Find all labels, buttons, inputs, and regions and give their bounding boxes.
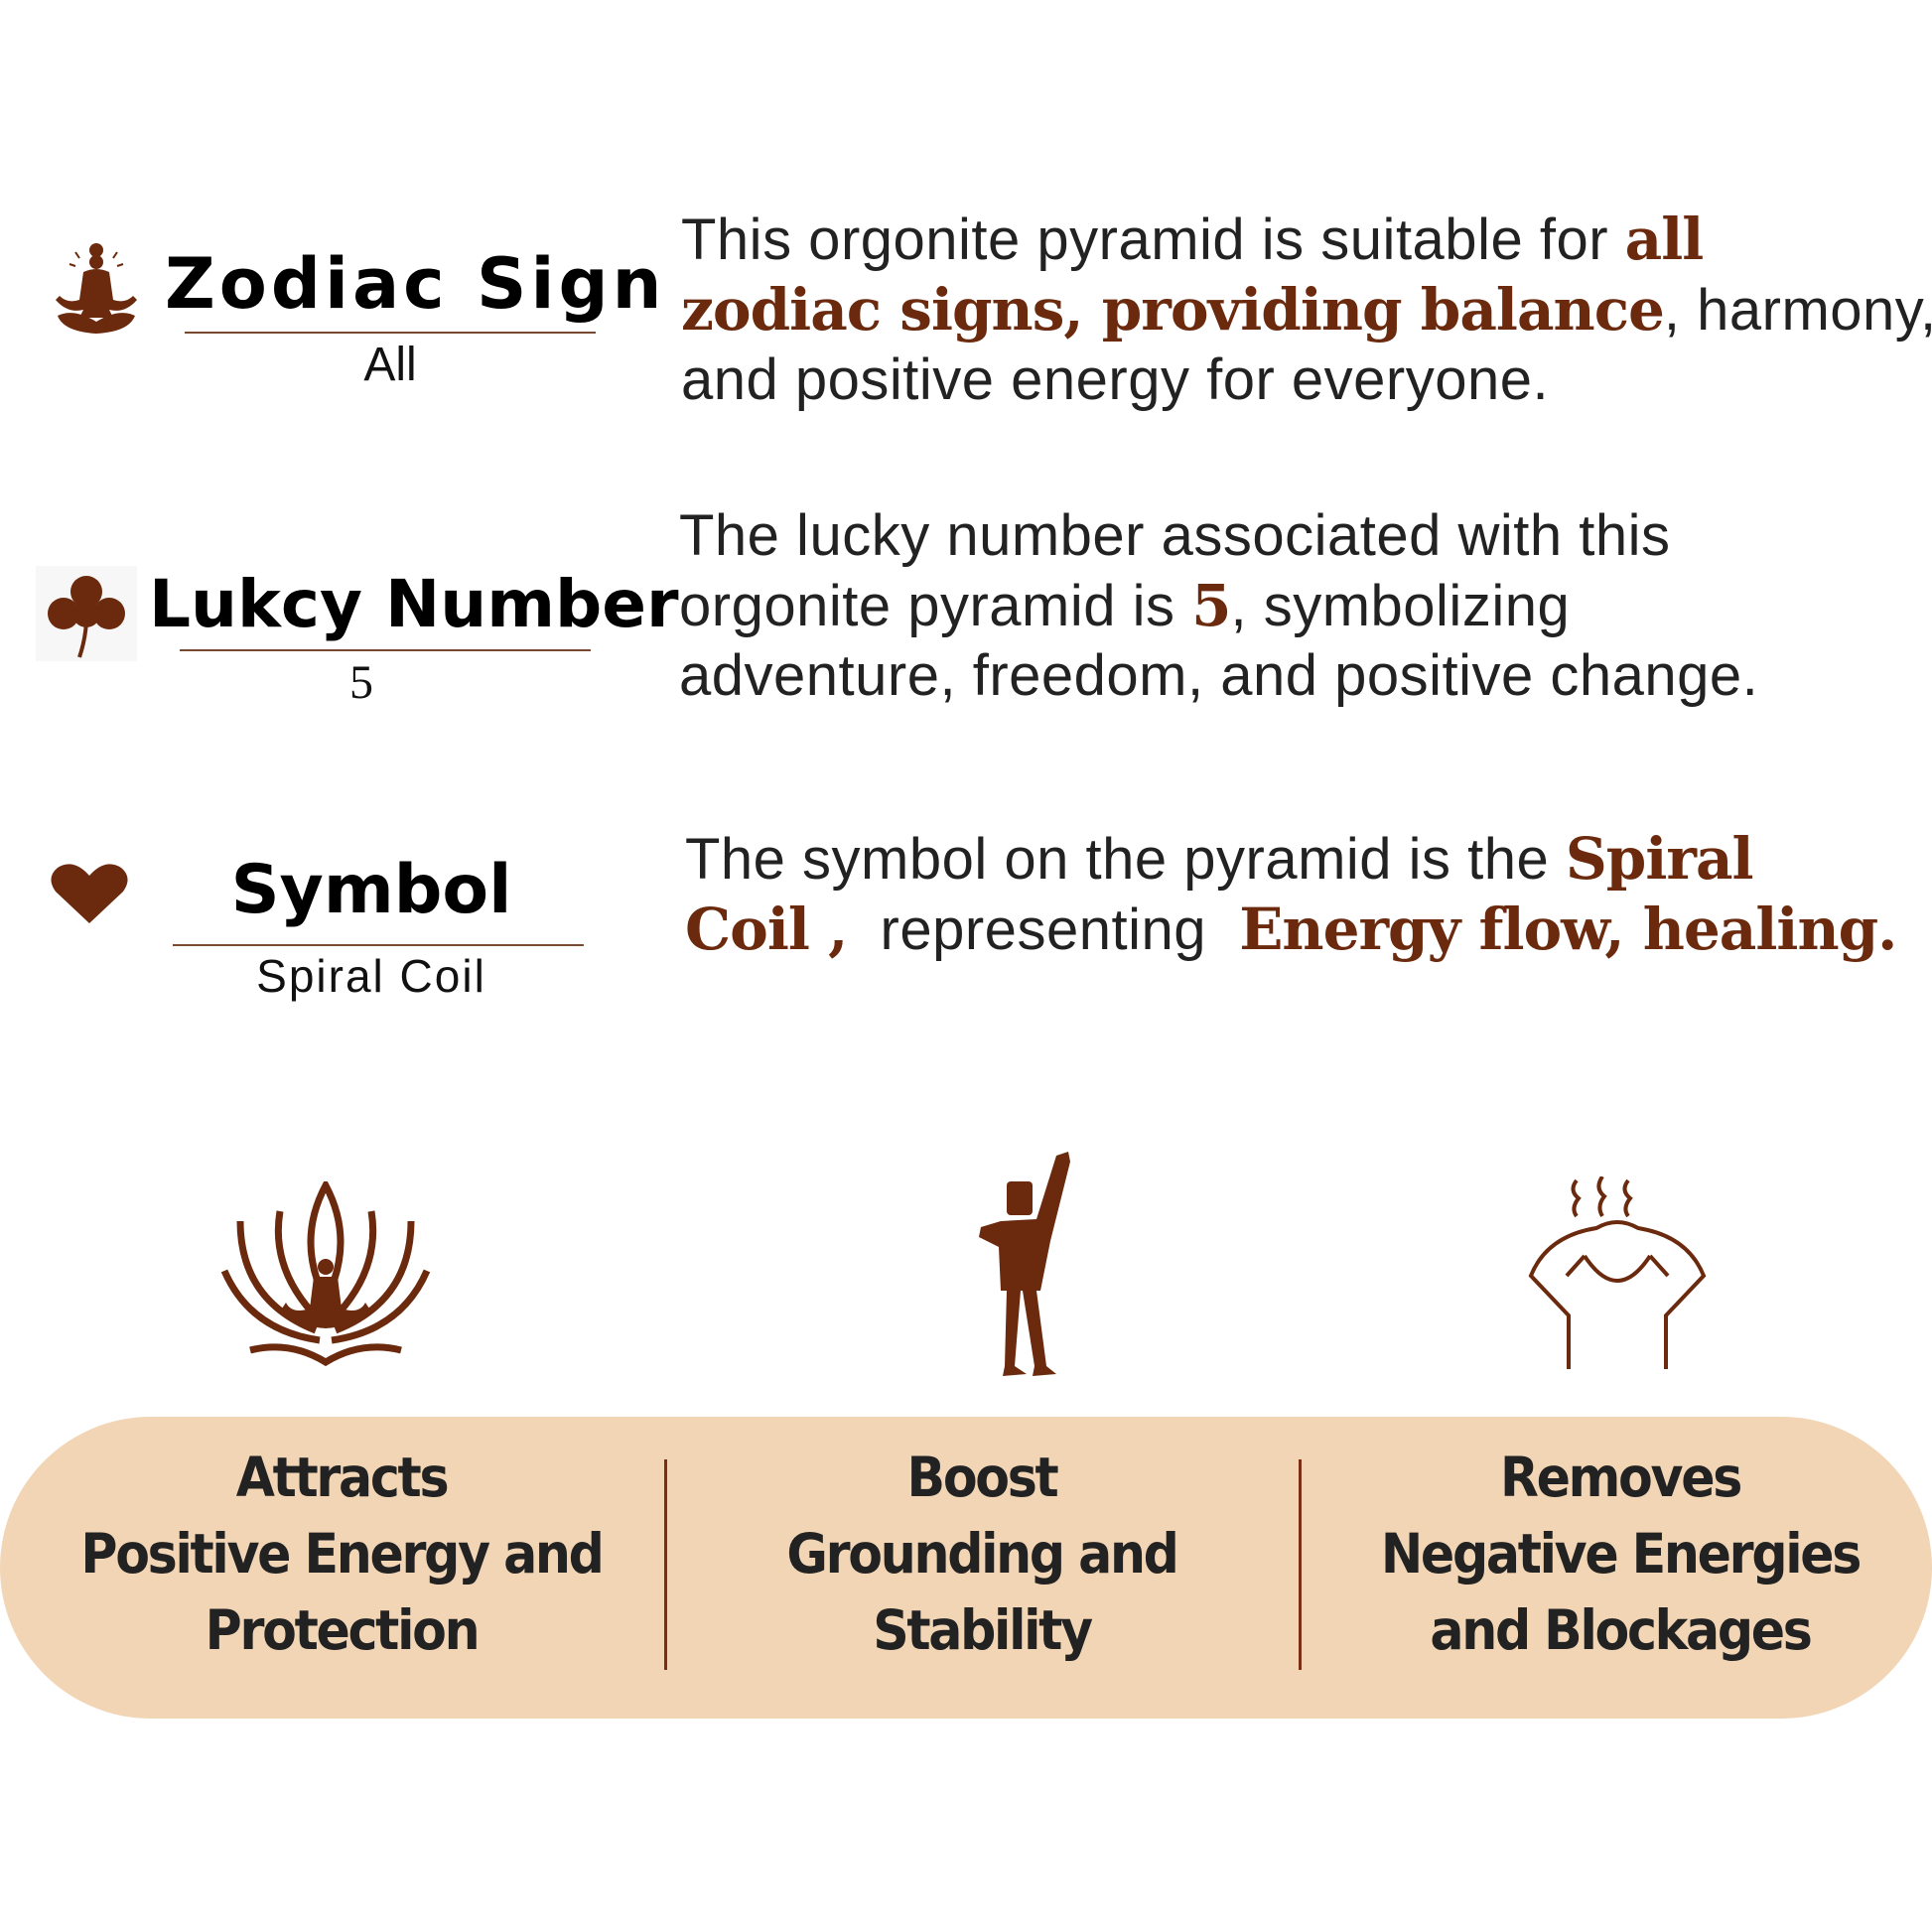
highlight-text: all [1624, 206, 1705, 273]
description-line: orgonite pyramid is 5, symbolizing [679, 571, 1758, 641]
divider-line [185, 332, 596, 334]
description-text: The lucky number associated with this [679, 503, 1671, 568]
description-text: The symbol on the pyramid is the [685, 827, 1566, 892]
description-line: and positive energy for everyone. [681, 345, 1932, 415]
highlight-text: Spiral [1565, 825, 1754, 893]
heart-icon [50, 862, 129, 925]
description-text: adventure, freedom, and positive change. [679, 643, 1759, 708]
description-text: , harmony, [1663, 278, 1932, 343]
benefit-line: Boost [906, 1446, 1059, 1509]
benefit-removes-negative: Removes Negative Energies and Blockages [1337, 1440, 1903, 1669]
description-text: orgonite pyramid is [679, 574, 1192, 638]
zodiac-sign-title: Zodiac Sign [165, 243, 666, 325]
benefit-line: Removes [1499, 1446, 1742, 1509]
description-line: adventure, freedom, and positive change. [679, 641, 1758, 711]
highlight-text: 5 [1191, 572, 1231, 639]
highlight-text: Coil , [685, 896, 848, 963]
description-text: This orgonite pyramid is suitable for [681, 207, 1625, 272]
divider-line [180, 649, 591, 651]
description-line: Coil , representing Energy flow, healing… [685, 895, 1897, 965]
description-line: zodiac signs, providing balance, harmony… [681, 275, 1932, 345]
benefit-line: Positive Energy and [80, 1522, 604, 1586]
benefit-positive-energy: Attracts Positive Energy and Protection [59, 1440, 624, 1669]
lucky-number-value: 5 [349, 656, 373, 709]
benefit-line: Stability [873, 1598, 1093, 1662]
symbol-title: Symbol [230, 851, 512, 929]
highlight-text: Energy flow, healing. [1239, 896, 1897, 963]
headache-relief-icon [1527, 1176, 1708, 1369]
description-line: This orgonite pyramid is suitable for al… [681, 205, 1932, 275]
benefits-banner [0, 1417, 1932, 1719]
benefit-line: Attracts [235, 1446, 450, 1509]
lucky-number-title: Lukcy Number [149, 566, 679, 642]
divider-line [173, 944, 584, 946]
zodiac-sign-value: All [363, 339, 417, 391]
description-line: The lucky number associated with this [679, 501, 1758, 571]
raised-fist-person-icon [971, 1142, 1086, 1376]
shamrock-icon [36, 566, 137, 661]
description-text: and positive energy for everyone. [681, 347, 1550, 412]
benefit-line: Protection [205, 1598, 481, 1662]
benefit-line: and Blockages [1430, 1598, 1813, 1662]
banner-divider [664, 1459, 667, 1670]
meditation-icon [54, 238, 139, 334]
lotus-meditation-icon [220, 1181, 431, 1370]
description-text: , symbolizing [1230, 574, 1571, 638]
description-line: The symbol on the pyramid is the Spiral [685, 824, 1896, 895]
description-text: representing [847, 897, 1240, 962]
banner-divider [1299, 1459, 1302, 1670]
benefit-grounding: Boost Grounding and Stability [699, 1440, 1265, 1669]
highlight-text: zodiac signs, providing balance [681, 276, 1665, 344]
symbol-value: Spiral Coil [256, 950, 486, 1002]
benefit-line: Grounding and [786, 1522, 1179, 1586]
zodiac-description: This orgonite pyramid is suitable for al… [681, 205, 1932, 415]
benefit-line: Negative Energies [1380, 1522, 1863, 1586]
